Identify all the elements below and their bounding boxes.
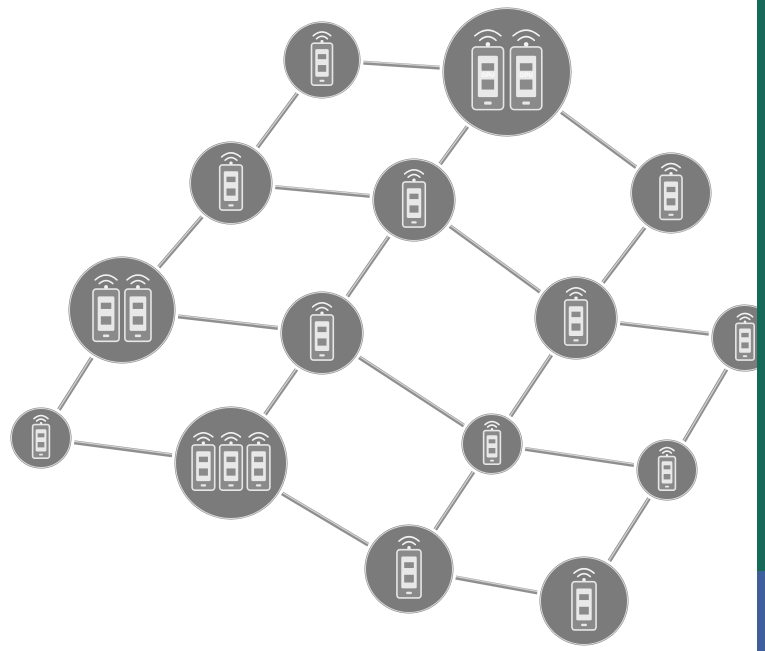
wifi-icon [193, 431, 214, 445]
accent-bar [757, 0, 765, 571]
device-screen [739, 328, 751, 353]
network-node [277, 288, 367, 378]
wifi-icon [126, 274, 150, 289]
device-screen [223, 171, 239, 202]
network-node [361, 521, 457, 617]
device-screen [661, 461, 673, 484]
device-screen [568, 306, 584, 337]
wifi-icon [474, 29, 502, 47]
mobile-device-icon [659, 162, 683, 221]
mobile-device-icon [396, 535, 422, 599]
wifi-icon [312, 31, 332, 44]
network-node [536, 553, 632, 649]
wifi-icon [248, 431, 269, 445]
device-screen [315, 49, 329, 77]
mobile-device-icon [31, 414, 51, 459]
mobile-device-icon [310, 31, 334, 87]
device-screen [223, 451, 239, 482]
accent-bar-bottom [757, 571, 765, 651]
device-label: GPU [481, 72, 495, 79]
node-circle [439, 4, 575, 140]
device-button [228, 204, 234, 207]
device-screen [576, 588, 592, 621]
device-screen [401, 556, 417, 589]
device-screen [486, 435, 498, 458]
mobile-device-icon [401, 169, 427, 228]
wifi-icon [512, 29, 540, 47]
device-screen [35, 429, 47, 452]
mobile-device-icon [218, 152, 244, 211]
mobile-device-icon [482, 420, 502, 465]
device-button [573, 339, 579, 342]
wifi-icon [565, 287, 587, 300]
device-screen [663, 181, 679, 211]
network-node [171, 403, 291, 523]
mobile-device-icon [124, 274, 152, 343]
network-node [369, 155, 459, 245]
mobile-device-icon: GPU [509, 29, 543, 111]
mobile-device-icon [191, 431, 216, 491]
network-node [708, 301, 765, 375]
device-button [668, 213, 674, 216]
device-button [134, 334, 142, 338]
mobile-device-icon [657, 446, 677, 491]
device-button [228, 484, 234, 487]
wifi-icon [661, 162, 681, 176]
wifi-icon [403, 169, 425, 182]
wifi-icon [220, 431, 242, 445]
device-button [102, 334, 110, 338]
device-button [484, 101, 492, 105]
network-node: GPU GPU [439, 4, 575, 140]
device-button [664, 485, 670, 488]
mobile-device-icon [92, 274, 120, 343]
mobile-device-icon [309, 302, 335, 361]
device-button [200, 484, 207, 487]
wifi-icon [398, 535, 420, 550]
network-node [65, 253, 179, 367]
device-screen [196, 451, 211, 482]
device-button [522, 101, 530, 105]
mobile-device-icon [571, 567, 597, 631]
device-screen [314, 321, 330, 352]
mobile-device-icon [246, 431, 271, 491]
device-button [581, 623, 587, 627]
wifi-icon [220, 152, 242, 165]
network-node [280, 18, 364, 102]
device-button [489, 459, 495, 462]
device-screen [129, 296, 147, 331]
mobile-device-icon [218, 431, 244, 491]
network-node [186, 138, 276, 228]
device-button [319, 79, 325, 82]
mobile-device-icon: GPU [471, 29, 505, 111]
device-screen [406, 188, 422, 219]
device-button [406, 591, 412, 595]
device-button [319, 354, 325, 357]
wifi-icon [311, 302, 333, 315]
network-node [7, 404, 75, 472]
device-screen [251, 451, 266, 482]
device-screen [97, 296, 115, 331]
network-node [531, 273, 621, 363]
device-label: GPU [519, 72, 533, 79]
network-node [458, 410, 526, 478]
device-button [742, 355, 748, 358]
mobile-device-icon [735, 312, 755, 361]
wifi-icon [573, 567, 595, 582]
node-circle [65, 253, 179, 367]
network-node [627, 149, 715, 237]
mobile-device-icon [563, 287, 589, 346]
device-button [411, 221, 417, 224]
network-nodes: GPU GPU [7, 4, 765, 649]
device-button [255, 484, 262, 487]
network-node [633, 436, 701, 504]
device-button [38, 453, 44, 456]
wifi-icon [94, 274, 118, 289]
wifi-icon [736, 312, 754, 324]
